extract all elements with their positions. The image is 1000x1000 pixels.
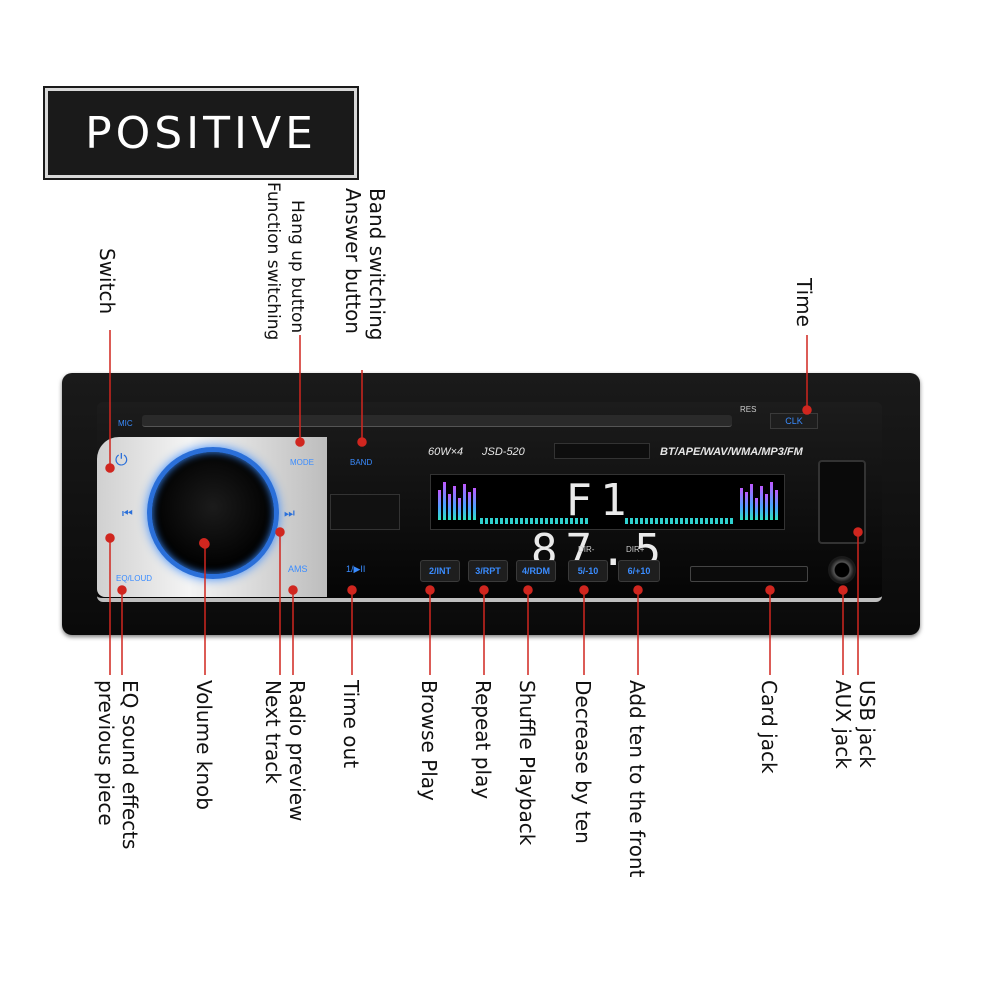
eq-loud-button[interactable]: EQ/LOUD — [116, 574, 153, 583]
aux-port[interactable] — [828, 556, 856, 584]
bluetooth-mic-panel — [330, 494, 400, 530]
label-repeat-play: Repeat play — [471, 680, 495, 800]
label-previous-piece: previous piece — [94, 680, 118, 826]
label-usb-jack: USB jack — [855, 680, 879, 768]
model-power: 60W×4 — [428, 446, 464, 458]
band-button[interactable]: BAND — [350, 458, 373, 467]
cd-slot — [142, 415, 732, 427]
plus-ten-button[interactable]: 6/+10 — [618, 560, 660, 582]
volume-knob[interactable] — [147, 447, 279, 579]
play-pause-button[interactable]: 1/▶II — [346, 564, 366, 574]
browse-button[interactable]: 2/INT — [420, 560, 460, 582]
positive-badge: POSITIVE — [43, 86, 359, 180]
label-browse-play: Browse Play — [417, 680, 441, 801]
next-icon[interactable]: ⏭ — [284, 506, 295, 520]
mode-button[interactable]: MODE — [290, 458, 314, 467]
label-card-jack: Card jack — [757, 680, 781, 774]
label-eq-sound-effects: EQ sound effects — [118, 680, 142, 850]
label-volume-knob: Volume knob — [192, 680, 216, 810]
label-answer-button: Answer button — [341, 188, 365, 334]
minus-ten-button[interactable]: 5/-10 — [568, 560, 608, 582]
ir-window — [554, 443, 650, 459]
label-time: Time — [792, 278, 816, 327]
label-next-track: Next track — [261, 680, 285, 784]
ams-button[interactable]: AMS — [288, 564, 308, 574]
repeat-button[interactable]: 3/RPT — [468, 560, 508, 582]
label-shuffle-playback: Shuffle Playback — [515, 680, 539, 846]
wave-right — [625, 518, 735, 524]
model-name: JSD-520 — [482, 446, 525, 458]
dir-minus-label: DIR- — [578, 545, 595, 554]
label-function-switching: Function switching — [263, 182, 283, 341]
label-time-out: Time out — [339, 680, 363, 769]
eq-bars-right — [740, 480, 778, 520]
label-add-ten: Add ten to the front — [625, 680, 649, 878]
dir-plus-label: DIR+ — [626, 545, 645, 554]
clk-button[interactable]: CLK — [770, 413, 818, 429]
label-hang-up-button: Hang up button — [287, 200, 307, 334]
label-switch: Switch — [95, 248, 119, 315]
label-radio-preview: Radio preview — [285, 680, 309, 822]
label-band-switching: Band switching — [365, 188, 389, 341]
power-icon[interactable]: ⏻ — [115, 452, 128, 469]
card-slot[interactable] — [690, 566, 808, 582]
wave-left — [480, 518, 590, 524]
lcd-readout: F1 87.5 — [531, 475, 669, 576]
previous-icon[interactable]: ⏮ — [122, 506, 133, 520]
eq-bars-left — [438, 480, 476, 520]
badge-text: POSITIVE — [85, 107, 317, 159]
knob-indicator — [199, 538, 209, 548]
random-button[interactable]: 4/RDM — [516, 560, 556, 582]
mic-label: MIC — [118, 419, 133, 428]
label-aux-jack: AUX jack — [831, 680, 855, 769]
usb-port[interactable] — [818, 460, 866, 544]
label-decrease-by-ten: Decrease by ten — [571, 680, 595, 844]
res-label: RES — [740, 405, 757, 414]
format-list: BT/APE/WAV/WMA/MP3/FM — [660, 446, 803, 458]
